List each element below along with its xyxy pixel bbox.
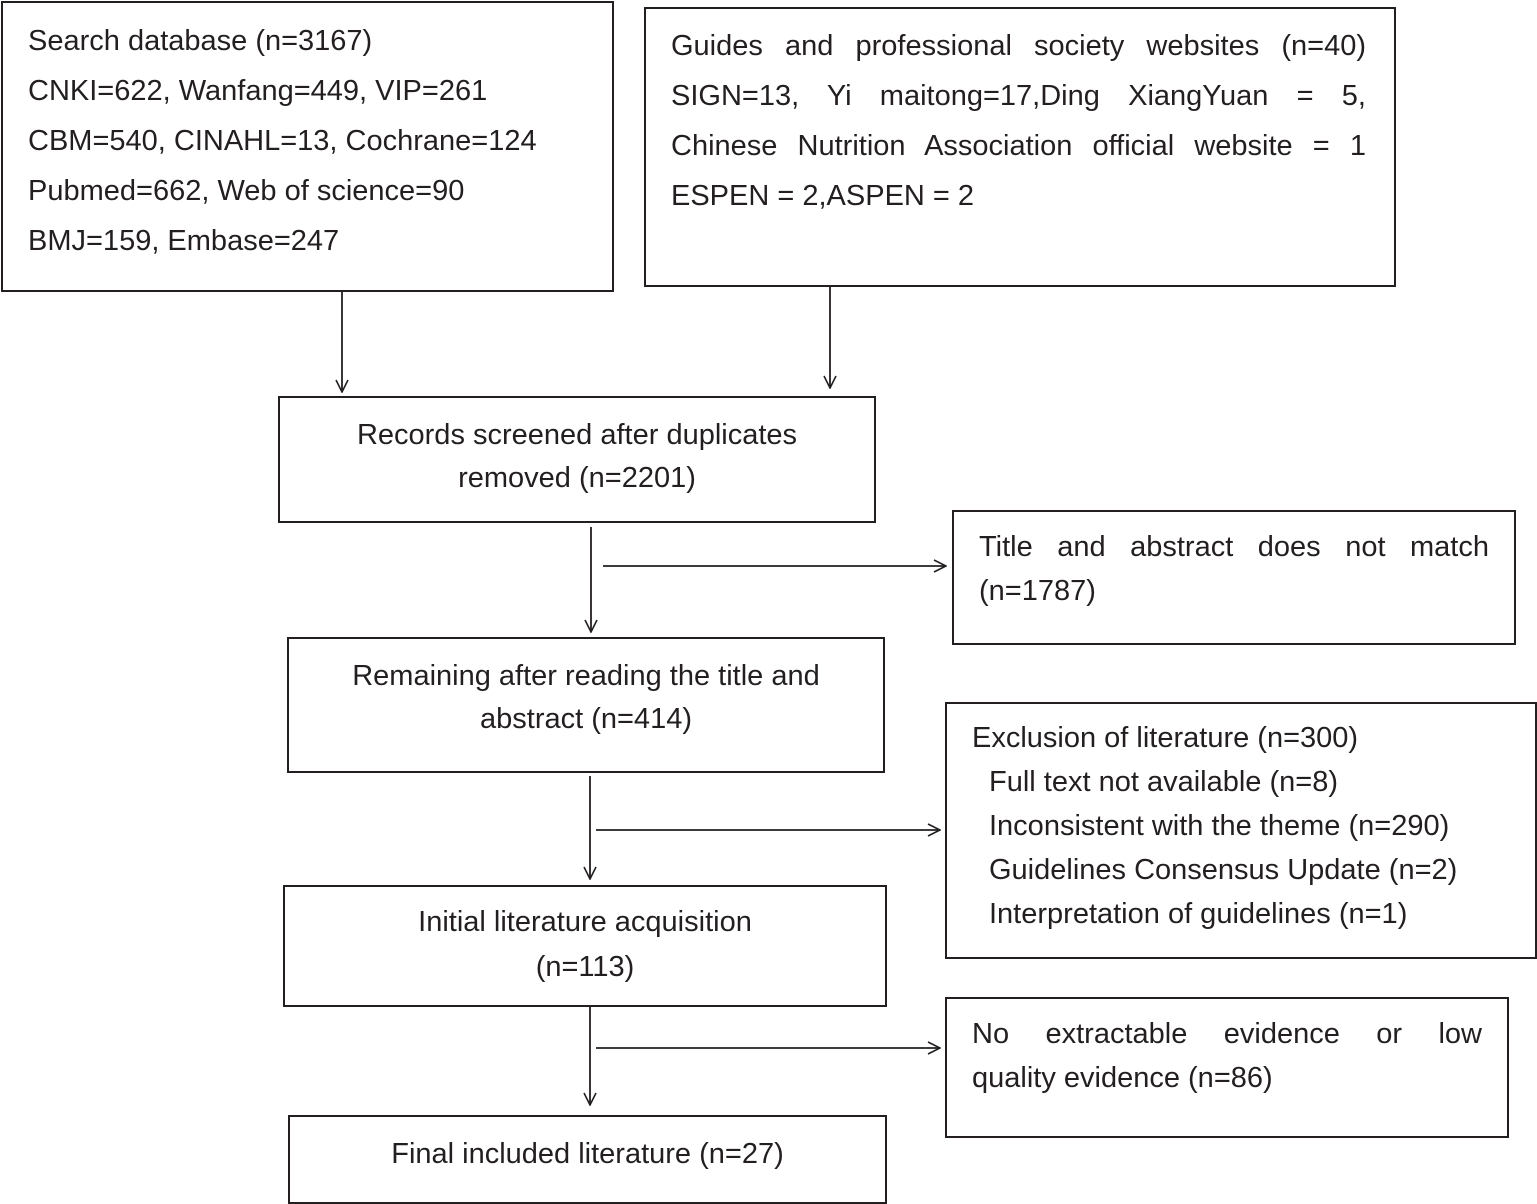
screened-line: removed (n=2201) [458,462,696,494]
title-abstract-excluded-box: Title and abstract does not match (n=178… [952,510,1516,645]
screened-line: Records screened after duplicates [356,419,798,451]
guides-line: ESPEN = 2,ASPEN = 2 [671,180,975,212]
search-line: BMJ=159, Embase=247 [28,225,340,257]
low-quality-evidence-box: No extractable evidence or low quality e… [945,997,1509,1138]
initial-acquisition-box: Initial literature acquisition (n=113) [283,885,887,1007]
search-line: Pubmed=662, Web of science=90 [28,175,465,207]
low-quality-line: quality evidence (n=86) [972,1062,1273,1094]
guides-line: SIGN=13, Yi maitong=17,Ding XiangYuan = … [671,80,1366,112]
search-database-box: Search database (n=3167) CNKI=622, Wanfa… [1,1,614,292]
remaining-line: abstract (n=414) [480,703,692,735]
exclusion-heading: Exclusion of literature (n=300) [972,722,1359,754]
initial-line: Initial literature acquisition [418,906,752,938]
exclusion-item: Inconsistent with the theme (n=290) [989,810,1450,842]
title-excluded-line: (n=1787) [979,575,1096,607]
exclusion-item: Full text not available (n=8) [989,766,1338,798]
search-line: CBM=540, CINAHL=13, Cochrane=124 [28,125,537,157]
title-excluded-line: Title and abstract does not match [979,531,1489,563]
exclusion-item: Interpretation of guidelines (n=1) [989,898,1408,930]
initial-line: (n=113) [535,951,635,983]
remaining-line: Remaining after reading the title and [352,660,820,692]
guides-line: Guides and professional society websites… [671,30,1366,62]
guides-websites-box: Guides and professional society websites… [644,7,1396,287]
guides-line: Chinese Nutrition Association official w… [671,130,1366,162]
search-line: CNKI=622, Wanfang=449, VIP=261 [28,75,488,107]
final-included-box: Final included literature (n=27) [288,1115,887,1204]
remaining-after-title-box: Remaining after reading the title and ab… [287,637,885,773]
records-screened-box: Records screened after duplicates remove… [278,396,876,523]
search-line: Search database (n=3167) [28,25,373,57]
exclusion-box: Exclusion of literature (n=300) Full tex… [945,702,1537,959]
final-label: Final included literature (n=27) [391,1138,784,1170]
exclusion-item: Guidelines Consensus Update (n=2) [989,854,1458,886]
low-quality-line: No extractable evidence or low [972,1018,1482,1050]
